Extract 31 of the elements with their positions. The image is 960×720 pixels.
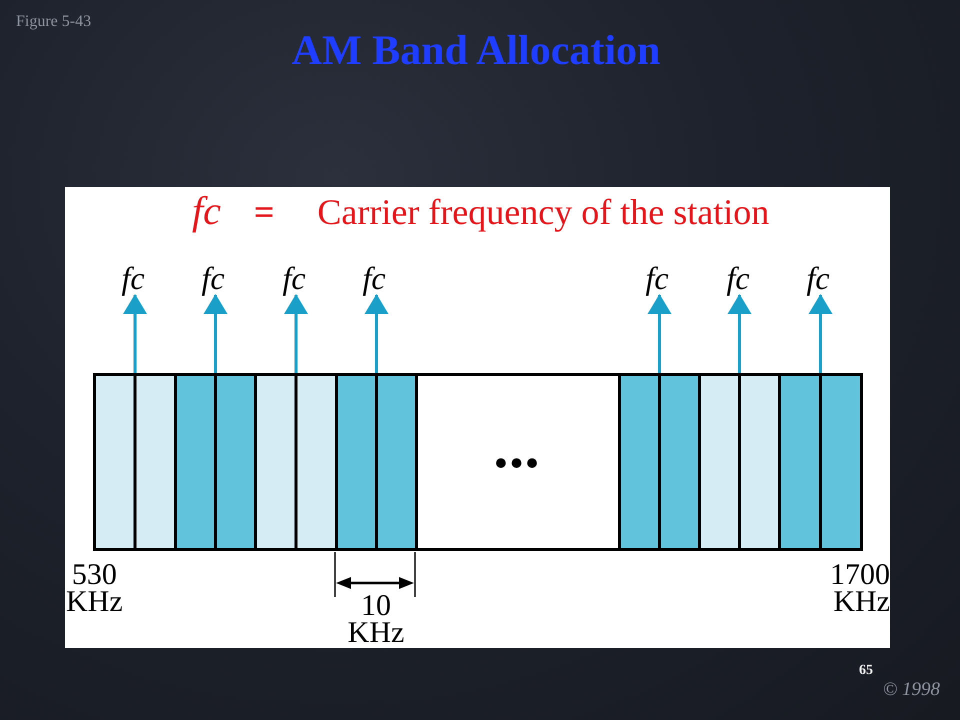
station-channel [254, 373, 338, 551]
station-channel [778, 373, 863, 551]
carrier-arrow [204, 294, 228, 373]
carrier-arrow [808, 294, 832, 373]
carrier-label: fc [362, 261, 386, 295]
carrier-label: fc [201, 261, 225, 295]
frequency-label: 1700 KHz [830, 561, 890, 615]
frequency-band [93, 373, 863, 551]
station-channel [93, 373, 177, 551]
carrier-label: fc [726, 261, 750, 295]
carrier-label: fc [282, 261, 306, 295]
carrier-label: fc [806, 261, 830, 295]
page-number: 65 [859, 663, 873, 679]
figure-number: Figure 5-43 [16, 13, 92, 31]
carrier-arrow [648, 294, 672, 373]
carrier-arrow [123, 294, 147, 373]
carrier-arrow [364, 294, 388, 373]
station-channel [698, 373, 781, 551]
carrier-label: fc [121, 261, 145, 295]
frequency-label: 530 KHz [66, 561, 123, 615]
station-channel [618, 373, 701, 551]
carrier-arrow [728, 294, 752, 373]
bandwidth-label: 10 KHz [348, 592, 404, 646]
copyright-text: © 1998 [882, 679, 940, 701]
carrier-arrow [284, 294, 308, 373]
ellipsis: ••• [494, 442, 542, 485]
station-channel [335, 373, 418, 551]
station-channel [174, 373, 257, 551]
definition-text: fc = Carrier frequency of the station [192, 189, 770, 234]
slide-title: AM Band Allocation [292, 27, 660, 75]
carrier-label: fc [645, 261, 669, 295]
